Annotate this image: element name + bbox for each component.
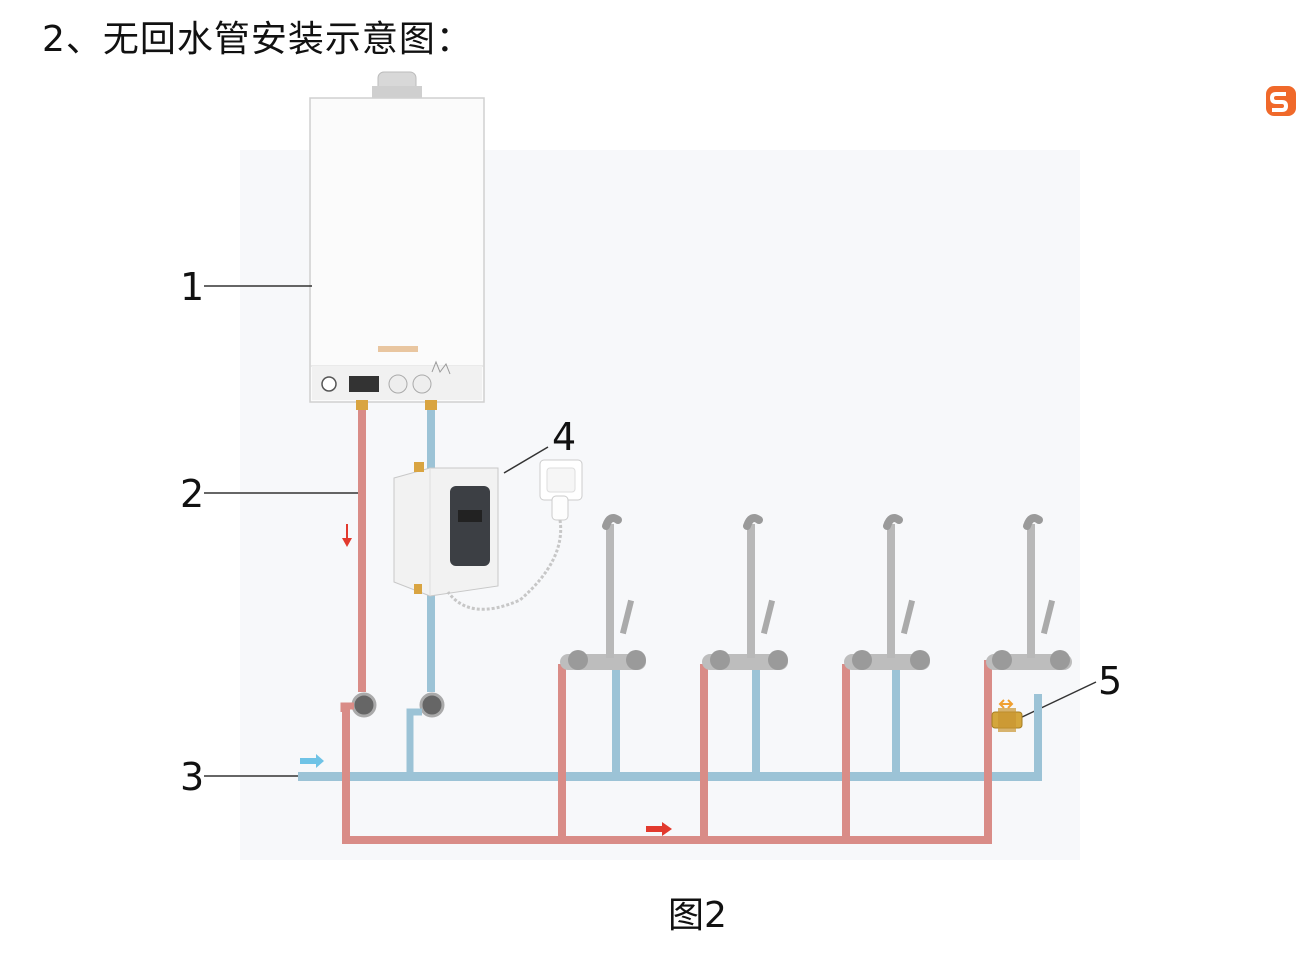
figure-caption: 图2 (668, 895, 727, 936)
flow-right-arrow-icon (646, 822, 672, 836)
faucet-1 (558, 514, 646, 842)
callout-2: 2 (180, 472, 205, 516)
faucet-3 (842, 514, 930, 842)
faucet-4 (986, 514, 1072, 670)
hot-water-main (342, 836, 992, 844)
power-socket (446, 459, 583, 611)
power-plug-icon (551, 495, 569, 521)
check-valve (991, 699, 1023, 732)
callout-3: 3 (180, 755, 205, 799)
boiler-display (349, 376, 379, 392)
bidirectional-arrow-icon (998, 699, 1014, 709)
boiler-knob-left (388, 374, 408, 394)
pump-control-panel (450, 486, 490, 566)
cold-water-main (298, 772, 1042, 781)
hot-valve-icon (351, 692, 377, 718)
callout-1: 1 (180, 265, 205, 309)
boiler-brand-mark (378, 346, 418, 352)
page-title: 2、无回水管安装示意图： (42, 19, 473, 60)
circulation-pump (393, 462, 499, 597)
inlet-arrow-icon (300, 754, 324, 768)
pressure-gauge-icon (321, 376, 337, 392)
cold-valve-icon (419, 692, 445, 718)
faucet-2 (700, 514, 788, 842)
callout-5: 5 (1098, 659, 1123, 703)
flow-down-arrow-icon (342, 524, 352, 547)
power-cable (446, 519, 563, 611)
boiler-knob-right (412, 374, 432, 394)
sogou-logo-icon (1266, 86, 1296, 116)
boiler-hot-outlet-pipe (358, 410, 366, 692)
hot-riser-left (342, 706, 350, 842)
boiler-flue (372, 71, 422, 99)
callout-4: 4 (552, 415, 577, 459)
gas-boiler (309, 97, 485, 410)
